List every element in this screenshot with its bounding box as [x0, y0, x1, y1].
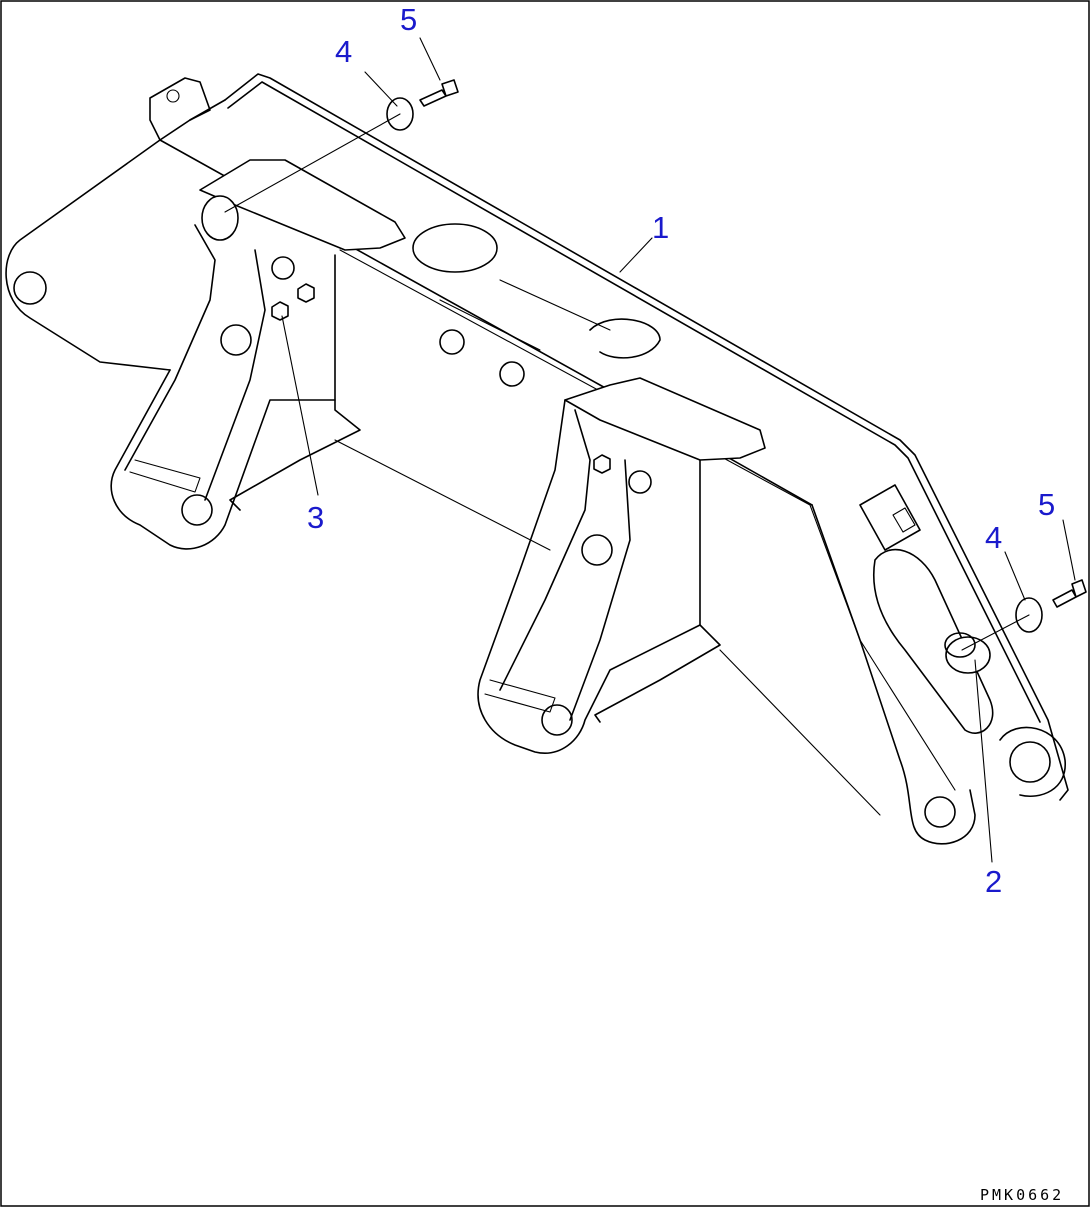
leader-3	[281, 315, 319, 496]
callout-5-lower: 5	[1038, 487, 1055, 522]
leader-4b	[961, 614, 1030, 651]
mid-arm-outer	[477, 399, 701, 754]
fastener-set-lower	[961, 519, 1087, 651]
mid-top-bracket	[564, 377, 766, 461]
left-top-bracket	[199, 159, 406, 251]
nut-mid	[593, 454, 611, 474]
left-pin-boss	[201, 195, 239, 241]
top-cross-rib	[439, 279, 611, 351]
left-ear	[5, 139, 171, 371]
left-rib	[229, 254, 361, 511]
callout-4-lower: 4	[985, 520, 1002, 555]
leader-5a-line	[419, 37, 441, 81]
side-hole-2	[499, 361, 525, 387]
nut-3a	[271, 301, 289, 321]
leader-4b-line	[1004, 551, 1026, 601]
bolt-5b	[1052, 579, 1087, 608]
mid-arm-hole-upper	[581, 534, 613, 566]
top-mount	[149, 77, 211, 141]
leader-5b-line	[1062, 519, 1076, 581]
drawing-code: PMK0662	[980, 1186, 1064, 1204]
left-arm-hole-lower	[181, 494, 213, 526]
left-arm-hole-upper	[220, 324, 252, 356]
top-opening-1	[412, 223, 498, 273]
leader-4a	[224, 113, 401, 213]
callout-5-upper: 5	[400, 2, 417, 37]
frame-top-inner-edge	[227, 81, 1041, 723]
right-arm-hole-lower	[924, 796, 956, 828]
mid-arm-hole-side	[628, 470, 652, 494]
left-arm-outer	[110, 369, 336, 550]
mid-arm-inner	[499, 409, 631, 721]
callout-1: 1	[652, 210, 669, 245]
left-arm-inner	[124, 224, 266, 501]
leader-4a-line	[364, 71, 398, 107]
nut-3b	[297, 283, 315, 303]
frame-web-line	[339, 249, 956, 791]
fastener-set-upper	[224, 37, 459, 213]
mid-rib	[594, 459, 721, 723]
right-plate-tab	[892, 507, 916, 533]
mid-lower-web	[334, 439, 881, 816]
side-hole-1	[439, 329, 465, 355]
leader-2	[974, 659, 993, 863]
right-end-hole	[1009, 741, 1051, 783]
left-ear-hole	[13, 271, 47, 305]
pin-2-face	[944, 632, 976, 658]
left-arm-hole-side	[271, 256, 295, 280]
frame-top-edge	[224, 73, 1069, 801]
right-plate	[859, 484, 921, 551]
right-end-ring	[999, 726, 1066, 797]
mid-arm-crossbar	[484, 679, 556, 713]
top-mount-hole	[166, 89, 180, 103]
top-opening-2	[589, 318, 661, 359]
callout-3: 3	[307, 500, 324, 535]
leader-1	[619, 237, 653, 273]
left-arm-crossbar	[129, 459, 201, 493]
callout-2: 2	[985, 864, 1002, 899]
bolt-5a	[419, 79, 459, 107]
right-slot	[872, 548, 994, 734]
mid-arm-hole-lower	[541, 704, 573, 736]
callout-4-upper: 4	[335, 34, 352, 69]
right-arm-outer	[811, 504, 976, 845]
frame-assembly	[5, 73, 1069, 845]
